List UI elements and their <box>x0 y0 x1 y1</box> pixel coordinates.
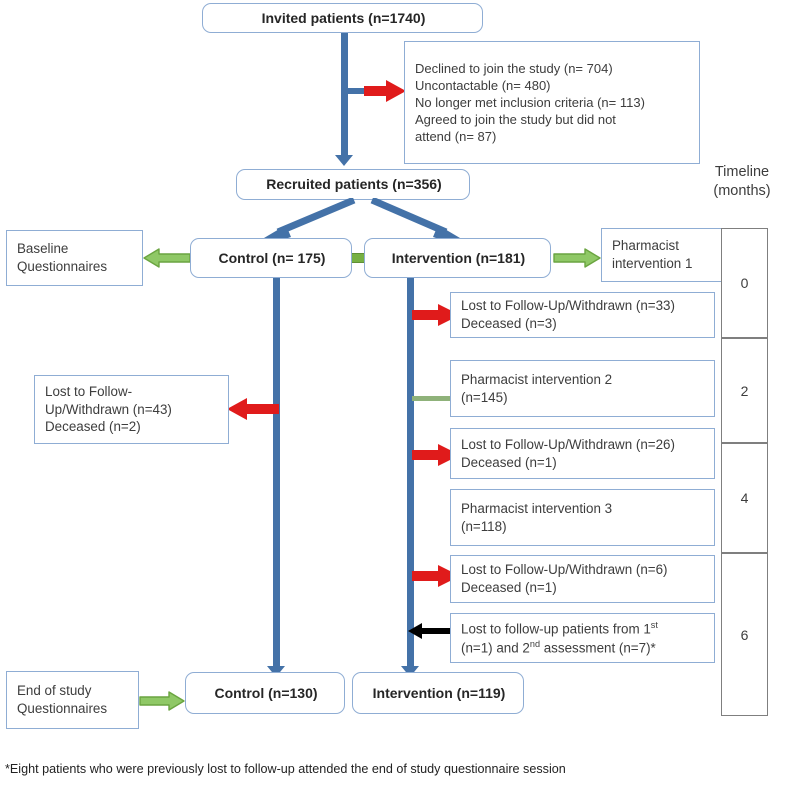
connector-green-to-pharmacist-2 <box>412 396 454 401</box>
node-lost-intervention-3: Lost to Follow-Up/Withdrawn (n=6) Deceas… <box>450 555 715 603</box>
footnote: *Eight patients who were previously lost… <box>5 762 566 776</box>
regained-line-2: (n=1) and 2nd assessment (n=7)* <box>461 639 656 656</box>
arrow-red-to-lost-int-2 <box>412 444 460 466</box>
node-baseline-questionnaires: Baseline Questionnaires <box>6 230 143 286</box>
node-recruited-patients: Recruited patients (n=356) <box>236 169 470 200</box>
timeline-cell-6: 6 <box>721 553 768 716</box>
timeline-title: Timeline (months) <box>713 164 771 199</box>
connector-invited-to-recruited <box>341 33 348 161</box>
arrow-red-to-lost-int-3 <box>412 565 460 587</box>
timeline-cell-2: 2 <box>721 338 768 443</box>
connector-green-control-intervention <box>352 253 372 263</box>
node-lost-intervention-1: Lost to Follow-Up/Withdrawn (n=33) Decea… <box>450 292 715 338</box>
timeline-cell-4: 4 <box>721 443 768 553</box>
node-control-start: Control (n= 175) <box>190 238 352 278</box>
node-pharmacist-intervention-2: Pharmacist intervention 2 (n=145) <box>450 360 715 417</box>
node-control-end: Control (n=130) <box>185 672 345 714</box>
arrow-red-to-excluded <box>364 80 406 102</box>
connector-control-spine <box>273 278 280 674</box>
arrow-green-to-control-end <box>139 691 185 711</box>
arrow-black-regained <box>408 623 454 639</box>
regained-line-1: Lost to follow-up patients from 1st <box>461 619 658 637</box>
node-lost-control: Lost to Follow- Up/Withdrawn (n=43) Dece… <box>34 375 229 444</box>
arrow-green-to-baseline <box>143 248 191 268</box>
arrow-green-to-pharmacist-1 <box>553 248 601 268</box>
node-pharmacist-intervention-3: Pharmacist intervention 3 (n=118) <box>450 489 715 546</box>
node-excluded-reasons: Declined to join the study (n= 704) Unco… <box>404 41 700 164</box>
connector-intervention-spine <box>407 278 414 674</box>
timeline-cell-0: 0 <box>721 228 768 338</box>
arrowhead-control-end <box>267 666 285 677</box>
arrowhead-intervention-end <box>401 666 419 677</box>
node-intervention-end: Intervention (n=119) <box>352 672 524 714</box>
arrow-red-to-lost-control <box>227 398 279 420</box>
node-regained-patients: Lost to follow-up patients from 1st (n=1… <box>450 613 715 663</box>
node-pharmacist-intervention-1: Pharmacist intervention 1 <box>601 228 743 282</box>
arrow-red-to-lost-int-1 <box>412 304 460 326</box>
arrowhead-recruited <box>335 155 353 166</box>
node-lost-intervention-2: Lost to Follow-Up/Withdrawn (n=26) Decea… <box>450 428 715 479</box>
node-intervention-start: Intervention (n=181) <box>364 238 551 278</box>
node-end-of-study-questionnaires: End of study Questionnaires <box>6 671 139 729</box>
node-invited-patients: Invited patients (n=1740) <box>202 3 483 33</box>
